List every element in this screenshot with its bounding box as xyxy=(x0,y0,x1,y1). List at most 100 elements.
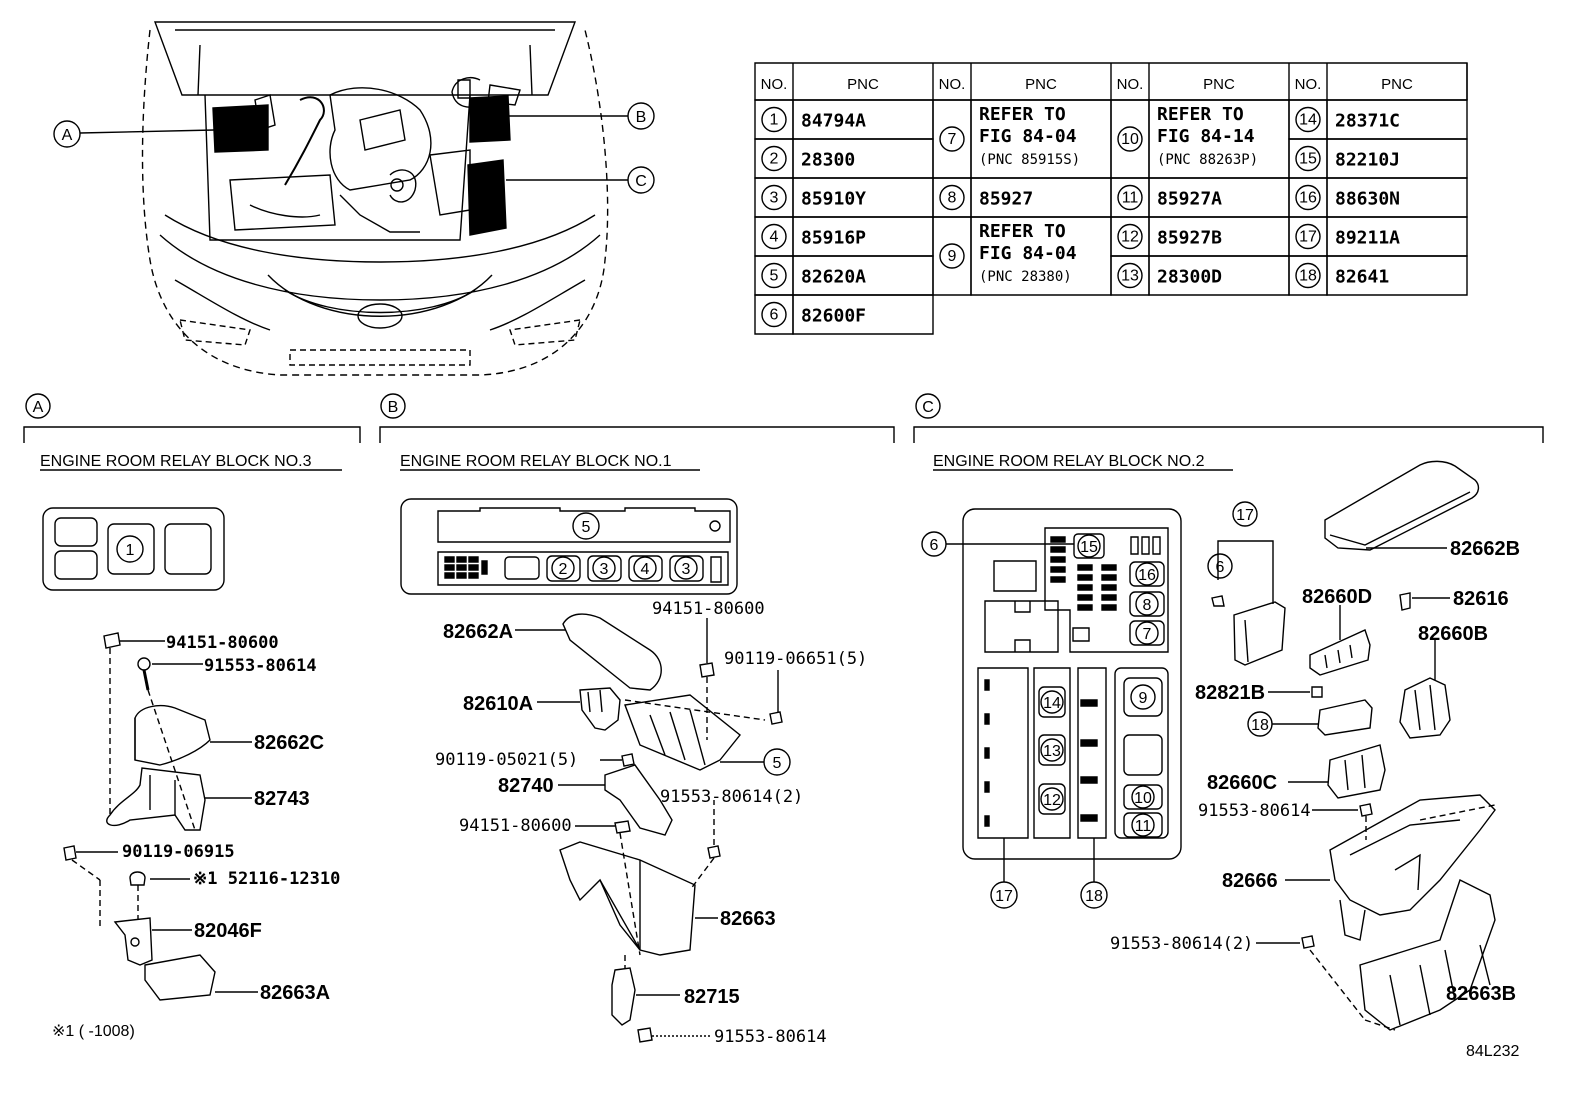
ref-number: 10 xyxy=(1134,790,1152,807)
section-b-title: ENGINE ROOM RELAY BLOCK NO.1 xyxy=(400,453,672,470)
section-a-drawing xyxy=(43,508,258,1000)
overview-callout-b: B xyxy=(636,109,647,126)
ref-number: 16 xyxy=(1138,567,1156,584)
ref-number: 6 xyxy=(930,537,939,554)
figure-code: 84L232 xyxy=(1466,1043,1519,1060)
table-pnc-text: 89211A xyxy=(1335,228,1400,249)
part-label: 82662B xyxy=(1450,538,1520,560)
part-label: 82743 xyxy=(254,788,310,810)
table-cell-pnc xyxy=(1327,256,1467,295)
table-pnc-text: REFER TO xyxy=(979,104,1066,125)
ref-number: 3 xyxy=(682,561,691,578)
table-pnc-text: 85927B xyxy=(1157,228,1222,249)
table-pnc-text: REFER TO xyxy=(979,221,1066,242)
table-pnc-text: 82620A xyxy=(801,267,866,288)
ref-number-circle xyxy=(1118,264,1142,288)
table-pnc-text: FIG 84-04 xyxy=(979,243,1077,264)
table-pnc-text: 82641 xyxy=(1335,267,1389,288)
part-label: 82610A xyxy=(463,693,533,715)
part-label: 82660D xyxy=(1302,586,1372,608)
ref-number: 5 xyxy=(773,755,782,772)
ref-number-circle xyxy=(940,186,964,210)
section-a-letter: A xyxy=(33,399,44,416)
ref-number: 13 xyxy=(1121,268,1139,285)
table-pnc-text: REFER TO xyxy=(1157,104,1244,125)
ref-number: 1 xyxy=(126,542,135,559)
table-pnc-text: FIG 84-14 xyxy=(1157,126,1255,147)
section-c-letter: C xyxy=(922,399,934,416)
part-label: 91553-80614 xyxy=(1198,801,1311,821)
table-header-no: NO. xyxy=(939,76,966,93)
ref-number-circle xyxy=(762,225,786,249)
part-label: 91553-80614(2) xyxy=(1110,934,1253,954)
ref-number: 7 xyxy=(948,131,957,148)
part-label: 90119-06915 xyxy=(122,842,235,862)
table-pnc-text: 84794A xyxy=(801,111,866,132)
table-pnc-text: (PNC 85915S) xyxy=(979,152,1080,168)
ref-number: 18 xyxy=(1299,268,1317,285)
ref-number: 18 xyxy=(1085,888,1103,905)
ref-number: 4 xyxy=(641,561,650,578)
part-label: 82715 xyxy=(684,986,740,1008)
table-pnc-text: 85916P xyxy=(801,228,866,249)
part-label: 82663B xyxy=(1446,983,1516,1005)
part-label: 82666 xyxy=(1222,870,1278,892)
part-label: 94151-80600 xyxy=(652,599,765,619)
part-label: 82740 xyxy=(498,775,554,797)
part-label: 91553-80614 xyxy=(714,1027,827,1047)
ref-number: 8 xyxy=(948,190,957,207)
part-label: 82662A xyxy=(443,621,513,643)
ref-number: 14 xyxy=(1043,695,1061,712)
ref-number-circle xyxy=(1118,127,1142,151)
section-a-title: ENGINE ROOM RELAY BLOCK NO.3 xyxy=(40,453,312,470)
table-pnc-text: 82210J xyxy=(1335,150,1400,171)
ref-number-circle xyxy=(1296,225,1320,249)
part-label: 91553-80614(2) xyxy=(660,787,803,807)
part-label: 82663A xyxy=(260,982,330,1004)
ref-number: 2 xyxy=(770,151,779,168)
ref-number: 12 xyxy=(1121,229,1139,246)
part-label: 82662C xyxy=(254,732,324,754)
ref-number: 10 xyxy=(1121,131,1139,148)
ref-number: 13 xyxy=(1043,743,1061,760)
part-label: 82663 xyxy=(720,908,776,930)
table-pnc-text: 85927 xyxy=(979,189,1033,210)
ref-number: 3 xyxy=(600,561,609,578)
ref-number-circle xyxy=(762,108,786,132)
table-pnc-text: 28371C xyxy=(1335,111,1400,132)
table-header-pnc: PNC xyxy=(1203,76,1235,93)
ref-number: 15 xyxy=(1299,151,1317,168)
ref-number-circle xyxy=(940,127,964,151)
ref-number-circle xyxy=(1296,147,1320,171)
ref-number-circle xyxy=(1118,186,1142,210)
ref-number: 17 xyxy=(1236,507,1254,524)
ref-number: 6 xyxy=(1216,559,1225,576)
section-c-title: ENGINE ROOM RELAY BLOCK NO.2 xyxy=(933,453,1205,470)
section-b-letter: B xyxy=(388,399,399,416)
ref-number-circle xyxy=(1118,225,1142,249)
ref-number-circle xyxy=(762,147,786,171)
table-pnc-text: (PNC 28380) xyxy=(979,269,1072,285)
overview-callout-a: A xyxy=(62,127,73,144)
table-pnc-text: FIG 84-04 xyxy=(979,126,1077,147)
ref-number-circle xyxy=(1296,264,1320,288)
ref-number: 5 xyxy=(582,519,591,536)
ref-number: 7 xyxy=(1143,626,1152,643)
ref-number-circle xyxy=(762,303,786,327)
footnote: ※1 ( -1008) xyxy=(52,1023,135,1040)
table-pnc-text: 85910Y xyxy=(801,189,866,210)
part-label: 91553-80614 xyxy=(204,656,317,676)
part-label: 82660C xyxy=(1207,772,1277,794)
ref-number: 17 xyxy=(1299,229,1317,246)
ref-number: 2 xyxy=(559,561,568,578)
table-header-no: NO. xyxy=(761,76,788,93)
part-label: 82046F xyxy=(194,920,262,942)
table-header-no: NO. xyxy=(1117,76,1144,93)
part-label: 94151-80600 xyxy=(459,816,572,836)
table-header-pnc: PNC xyxy=(1381,76,1413,93)
table-header-pnc: PNC xyxy=(1025,76,1057,93)
ref-number: 14 xyxy=(1299,112,1317,129)
ref-number: 15 xyxy=(1080,539,1098,556)
